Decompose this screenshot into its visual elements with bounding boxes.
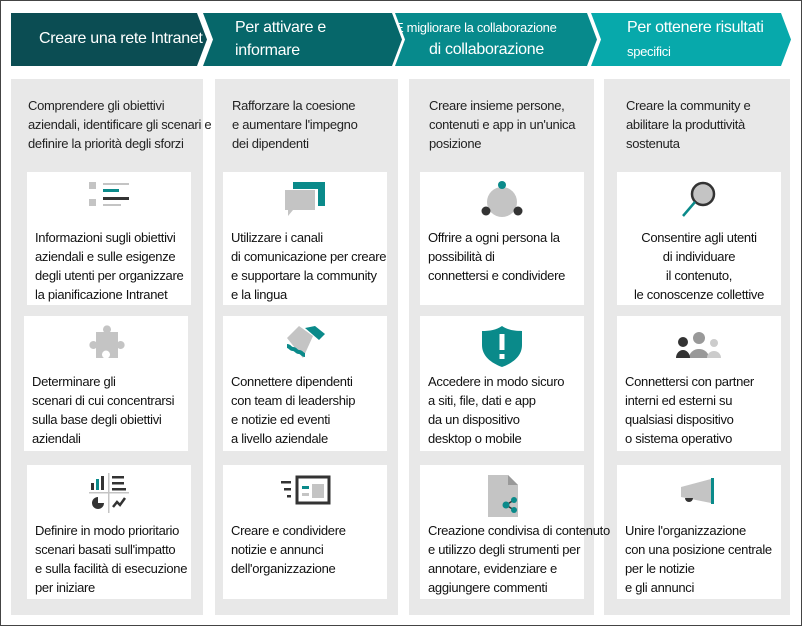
network-icon <box>420 180 584 220</box>
card-connect-share: Offrire a ogni persona la possibilità di… <box>420 172 584 305</box>
intro-line: Creare insieme persone, <box>429 98 565 113</box>
card-text: Connettere dipendenti con team di leader… <box>231 374 356 446</box>
list-icon <box>27 180 191 220</box>
search-icon <box>617 180 781 220</box>
card-unite-organization: Unire l'organizzazione con una posizione… <box>617 465 781 599</box>
card-business-goals: Informazioni sugli obiettivi aziendali e… <box>27 172 191 305</box>
stage-1-title: Creare una rete Intranet <box>39 30 203 47</box>
intro-line: Comprendere gli obiettivi <box>28 98 165 113</box>
card-leadership: Connettere dipendenti con team di leader… <box>223 316 387 451</box>
intro-line: sostenuta <box>626 136 680 151</box>
card-text: Utilizzare i canali di comunicazione per… <box>231 230 387 302</box>
intro-line: Creare la community e <box>626 98 751 113</box>
intro-line: definire la priorità degli sforzi <box>28 136 184 151</box>
people-icon <box>617 324 781 364</box>
chat-icon <box>223 180 387 220</box>
stage-4-title-line2: specifici <box>627 44 671 59</box>
card-discover-content: Consentire agli utenti di individuare il… <box>617 172 781 305</box>
card-text: Connettersi con partner interni ed ester… <box>625 374 754 446</box>
stage-2-title-line1: Per attivare e <box>235 19 326 36</box>
news-icon <box>223 473 387 513</box>
shield-alert-icon <box>420 324 584 367</box>
stage-2-intro: Rafforzare la coesione e aumentare l'imp… <box>232 96 358 153</box>
stage-1-intro: Comprendere gli obiettivi aziendali, ide… <box>28 96 212 153</box>
card-text: Definire in modo prioritario scenari bas… <box>35 523 188 595</box>
card-text: Unire l'organizzazione con una posizione… <box>625 523 772 595</box>
intro-line: abilitare la produttività <box>626 117 745 132</box>
stage-1-header: Creare una rete Intranet <box>11 13 207 66</box>
stage-2-title-line2: informare <box>235 42 300 59</box>
intro-line: Rafforzare la coesione <box>232 98 356 113</box>
card-text: Informazioni sugli obiettivi aziendali e… <box>35 230 184 302</box>
intro-line: contenuti e app in un'unica <box>429 117 576 132</box>
card-secure-access: Accedere in modo sicuro a siti, file, da… <box>420 316 584 451</box>
card-partners: Connettersi con partner interni ed ester… <box>617 316 781 451</box>
shared-document-icon <box>420 473 584 517</box>
stage-3-intro: Creare insieme persone, contenuti e app … <box>429 96 575 153</box>
stage-3-title-line1: E migliorare la collaborazione <box>395 20 557 35</box>
card-co-authoring: Creazione condivisa di contenuto e utili… <box>420 465 610 599</box>
stage-3-title-line2: di collaborazione <box>429 41 544 58</box>
stage-4-intro: Creare la community e abilitare la produ… <box>626 96 751 153</box>
card-text: Accedere in modo sicuro a siti, file, da… <box>428 374 565 446</box>
card-text: Consentire agli utenti di individuare il… <box>633 230 765 302</box>
card-text: Determinare gli scenari di cui concentra… <box>32 374 175 446</box>
stage-4-title-line1: Per ottenere risultati <box>627 19 764 36</box>
card-news: Creare e condividere notizie e annunci d… <box>223 465 387 599</box>
puzzle-icon <box>24 324 188 364</box>
card-text: Creare e condividere notizie e annunci d… <box>231 523 346 576</box>
intro-line: posizione <box>429 136 482 151</box>
stage-3-header: E migliorare la collaborazione di collab… <box>395 13 597 66</box>
card-communication: Utilizzare i canali di comunicazione per… <box>223 172 387 305</box>
stage-4-header: Per ottenere risultati specifici <box>591 13 791 66</box>
card-text: Creazione condivisa di contenuto e utili… <box>428 523 610 595</box>
card-scenarios: Determinare gli scenari di cui concentra… <box>24 316 188 451</box>
intro-line: dei dipendenti <box>232 136 309 151</box>
intro-line: e aumentare l'impegno <box>232 117 358 132</box>
card-text: Offrire a ogni persona la possibilità di… <box>428 230 566 283</box>
intro-line: aziendali, identificare gli scenari e <box>28 117 212 132</box>
card-prioritize: Definire in modo prioritario scenari bas… <box>27 465 191 599</box>
handshake-icon <box>223 324 387 364</box>
stage-2-header: Per attivare e informare <box>203 13 402 66</box>
megaphone-icon <box>617 473 781 513</box>
dashboard-icon <box>27 473 191 513</box>
